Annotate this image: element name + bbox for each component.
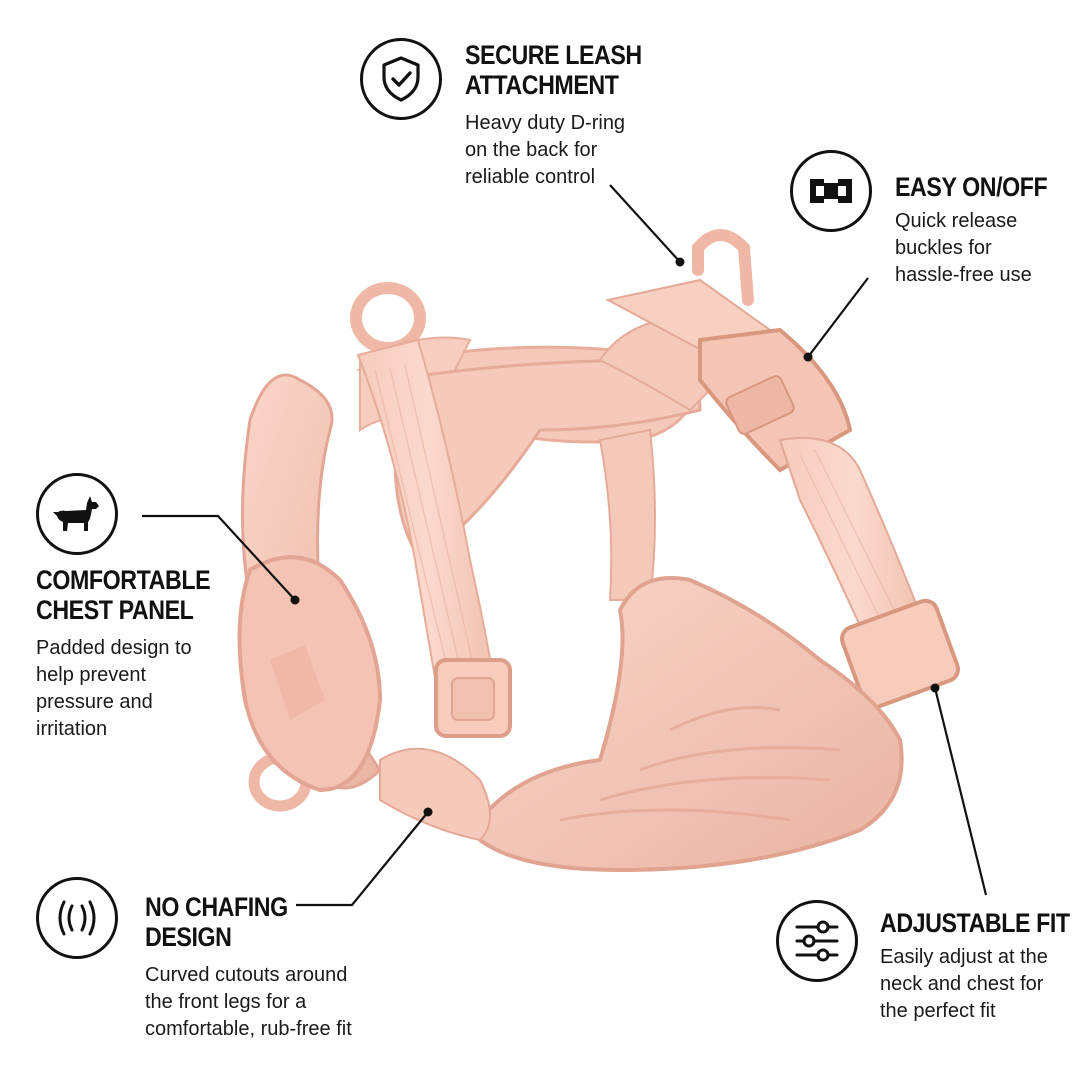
feature-title: COMFORTABLE CHEST PANEL xyxy=(36,565,211,625)
side-d-ring-top xyxy=(350,282,426,354)
feature-description: Quick release buckles for hassle-free us… xyxy=(895,210,1032,286)
sliders-icon xyxy=(776,900,858,982)
shield-check-icon xyxy=(360,38,442,120)
feature-description: Curved cutouts around the front legs for… xyxy=(145,964,352,1040)
feature-chafe: NO CHAFING DESIGN Curved cutouts around … xyxy=(145,892,352,1043)
feature-leash: SECURE LEASH ATTACHMENT Heavy duty D-rin… xyxy=(465,40,671,191)
feature-title: EASY ON/OFF xyxy=(895,172,1048,202)
callout-lines xyxy=(142,184,988,907)
feature-chest: COMFORTABLE CHEST PANEL Padded design to… xyxy=(36,565,238,743)
dog-icon xyxy=(36,473,118,555)
feature-description: Easily adjust at the neck and chest for … xyxy=(880,946,1048,1022)
easy-callout-line xyxy=(807,277,869,358)
right-adjuster xyxy=(840,598,960,710)
feature-easy: EASY ON/OFF Quick release buckles for ha… xyxy=(895,172,1072,289)
fit-callout-line xyxy=(933,687,988,896)
feature-title: SECURE LEASH ATTACHMENT xyxy=(465,40,642,100)
chest-callout-line xyxy=(142,514,296,601)
back-d-ring xyxy=(692,229,754,306)
belly-pad xyxy=(478,576,904,873)
feature-fit: ADJUSTABLE FIT Easily adjust at the neck… xyxy=(880,908,1080,1025)
chafe-callout-line xyxy=(296,811,429,907)
vibration-icon xyxy=(36,877,118,959)
feature-description: Padded design to help prevent pressure a… xyxy=(36,637,192,740)
feature-description: Heavy duty D-ring on the back for reliab… xyxy=(465,112,626,188)
feature-title: NO CHAFING DESIGN xyxy=(145,892,288,952)
leash-callout-line xyxy=(609,184,681,263)
feature-title: ADJUSTABLE FIT xyxy=(880,908,1070,938)
buckle-icon xyxy=(790,150,872,232)
